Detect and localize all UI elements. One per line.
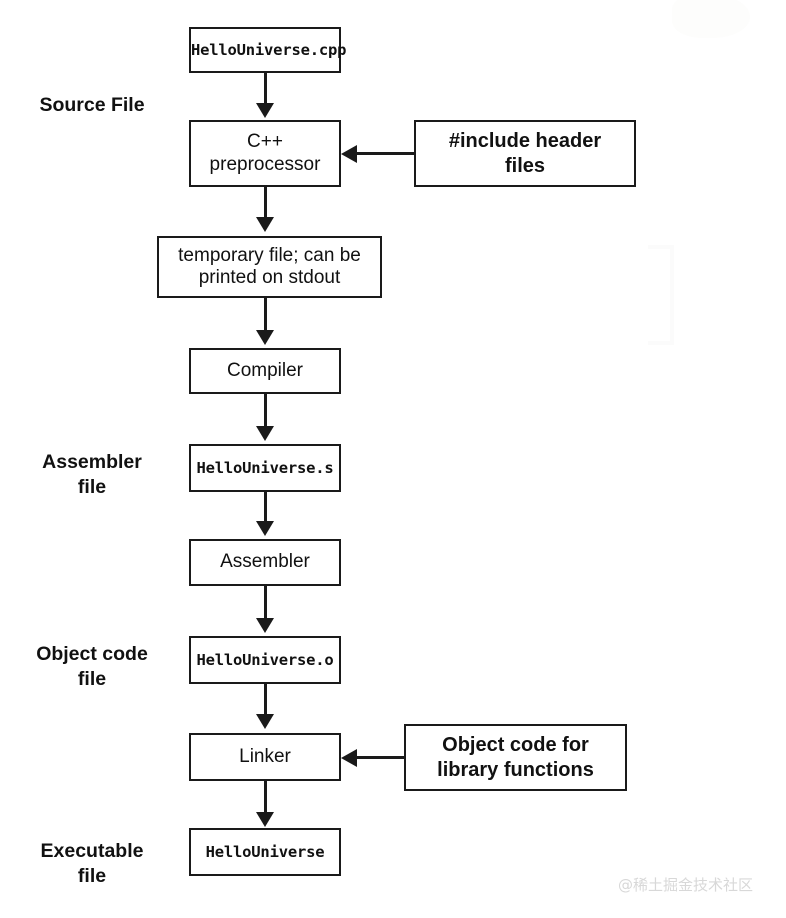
node-cpp-preprocessor[interactable]: C++ preprocessor xyxy=(189,120,341,187)
node-temporary-file[interactable]: temporary file; can be printed on stdout xyxy=(157,236,382,298)
node-hellouniverse-s-label: HelloUniverse.s xyxy=(196,458,334,477)
edge-linker-to-executable-arrowhead xyxy=(256,812,274,827)
stage-label-object-code-file: Object code file xyxy=(36,643,148,690)
node-linker[interactable]: Linker xyxy=(189,733,341,781)
watermark-artifact-bracket xyxy=(648,245,674,345)
edge-assembler-to-o-stem xyxy=(263,586,267,620)
edge-assembler-to-o-arrowhead xyxy=(256,618,274,633)
edge-o-to-linker-stem xyxy=(263,684,267,716)
node-hellouniverse-o[interactable]: HelloUniverse.o xyxy=(189,636,341,684)
node-hellouniverse-cpp-label: HelloUniverse.cpp xyxy=(191,40,347,59)
edge-compiler-to-s-stem xyxy=(263,394,267,428)
node-object-code-library[interactable]: Object code for library functions xyxy=(404,724,627,791)
edge-linker-to-executable-stem xyxy=(263,781,267,814)
edge-library-to-linker-stem xyxy=(356,756,404,759)
stage-label-source-file: Source File xyxy=(39,94,145,116)
edge-o-to-linker-arrowhead xyxy=(256,714,274,729)
edge-s-to-assembler-arrowhead xyxy=(256,521,274,536)
node-cpp-preprocessor-label: C++ preprocessor xyxy=(209,131,321,175)
node-hellouniverse-executable-label: HelloUniverse xyxy=(205,842,325,861)
node-include-header-files-label: #include header files xyxy=(448,130,602,177)
edge-library-to-linker-arrowhead xyxy=(341,748,357,767)
node-compiler-label: Compiler xyxy=(226,359,304,381)
node-hellouniverse-cpp[interactable]: HelloUniverse.cpp xyxy=(189,27,346,73)
node-linker-label: Linker xyxy=(239,745,291,767)
edge-compiler-to-s-arrowhead xyxy=(256,426,274,441)
node-assembler-label: Assembler xyxy=(220,551,310,573)
node-include-header-files[interactable]: #include header files xyxy=(414,120,636,187)
stage-label-assembler-file: Assembler file xyxy=(42,451,142,498)
edge-include-to-preprocessor-stem xyxy=(356,152,414,155)
node-assembler[interactable]: Assembler xyxy=(189,539,341,586)
node-object-code-library-label: Object code for library functions xyxy=(437,734,594,781)
edge-s-to-assembler-stem xyxy=(263,492,267,523)
edge-preprocessor-to-temp-arrowhead xyxy=(256,217,274,232)
node-hellouniverse-executable[interactable]: HelloUniverse xyxy=(189,828,341,876)
edge-temp-to-compiler-arrowhead xyxy=(256,330,274,345)
edge-temp-to-compiler-stem xyxy=(263,298,267,332)
edge-cpp-to-preprocessor-stem xyxy=(263,73,267,105)
node-hellouniverse-s[interactable]: HelloUniverse.s xyxy=(189,444,341,492)
watermark-text: @稀土掘金技术社区 xyxy=(618,876,754,894)
edge-include-to-preprocessor-arrowhead xyxy=(341,144,357,163)
edge-cpp-to-preprocessor-arrowhead xyxy=(256,103,274,118)
watermark-artifact-top xyxy=(672,0,750,38)
node-temporary-file-label: temporary file; can be printed on stdout xyxy=(178,244,361,288)
stage-label-executable-file: Executable file xyxy=(40,840,144,887)
edge-preprocessor-to-temp-stem xyxy=(263,187,267,219)
node-compiler[interactable]: Compiler xyxy=(189,348,341,394)
node-hellouniverse-o-label: HelloUniverse.o xyxy=(196,650,334,669)
